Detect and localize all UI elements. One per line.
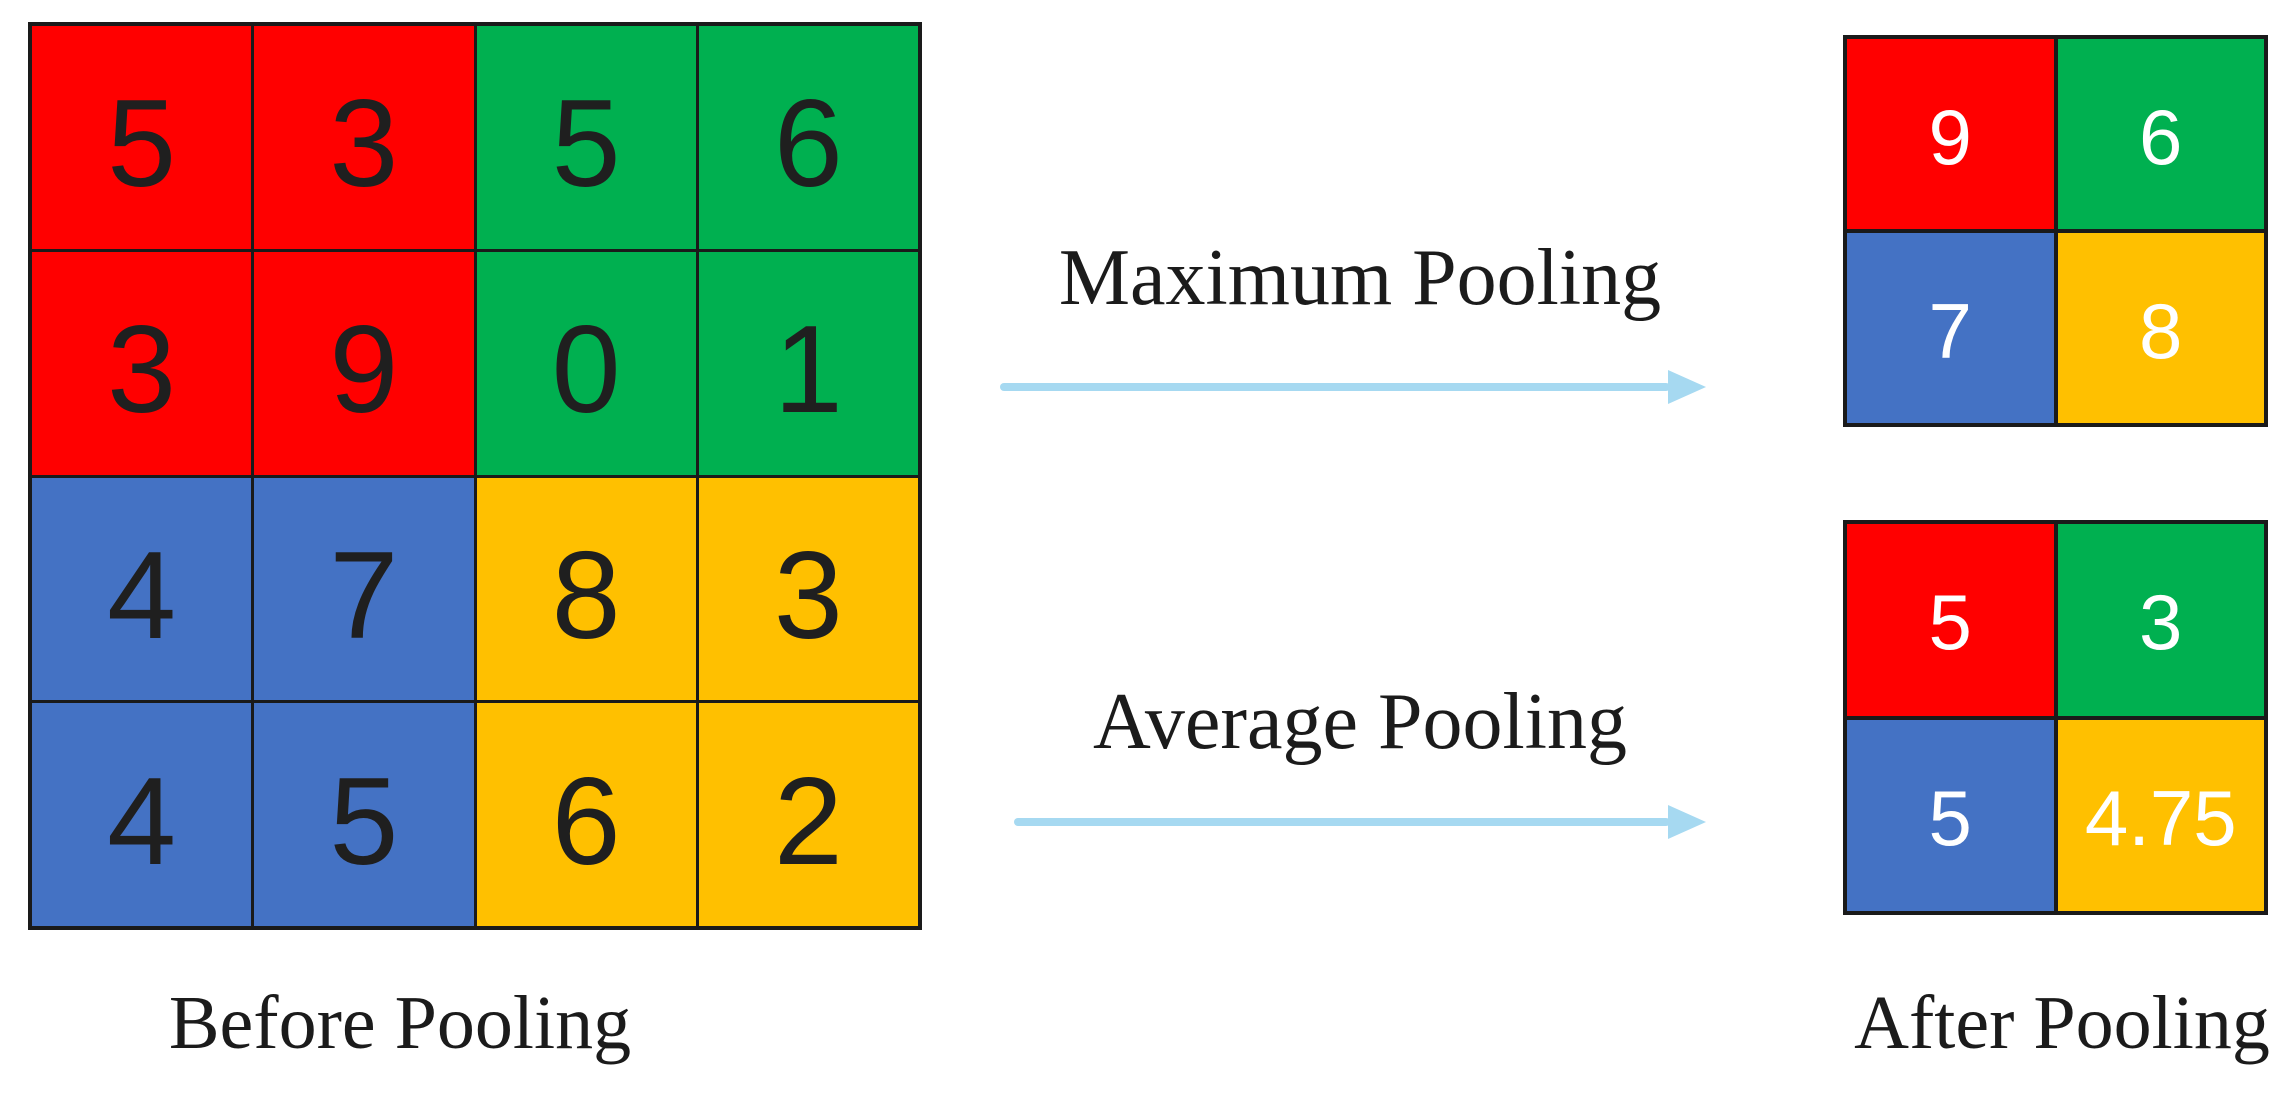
matrix-cell: 3 [32,251,252,475]
matrix-cell: 5 [1847,524,2054,716]
matrix-cell: 4 [32,703,252,926]
before-pooling-label: Before Pooling [168,981,632,1065]
matrix-cell: 3 [698,477,918,701]
average-pooling-arrow [1014,804,1706,840]
matrix-cell: 9 [254,251,474,475]
matrix-cell: 4 [32,477,252,701]
maximum-pooling-arrow [1000,369,1706,405]
arrow-head-icon [1668,370,1706,404]
matrix-cell: 5 [476,26,696,249]
matrix-cell: 1 [698,251,918,475]
matrix-cell: 7 [1847,233,2054,423]
arrow-line [1014,818,1670,826]
average-pooling-result-matrix: 5 3 5 4.75 [1843,520,2268,915]
matrix-cell: 3 [254,26,474,249]
matrix-cell: 6 [2057,39,2264,229]
matrix-cell: 9 [1847,39,2054,229]
arrow-line [1000,383,1670,391]
matrix-cell: 0 [476,251,696,475]
matrix-cell: 5 [254,703,474,926]
matrix-cell: 8 [2057,233,2264,423]
matrix-cell: 7 [254,477,474,701]
matrix-cell: 8 [476,477,696,701]
matrix-cell: 2 [698,703,918,926]
matrix-cell: 4.75 [2057,719,2264,911]
matrix-cell: 5 [1847,719,2054,911]
matrix-cell: 3 [2057,524,2264,716]
after-pooling-label: After Pooling [1854,981,2270,1065]
arrow-head-icon [1668,805,1706,839]
maximum-pooling-label: Maximum Pooling [1058,234,1662,322]
matrix-cell: 6 [476,703,696,926]
average-pooling-label: Average Pooling [1093,678,1627,766]
before-pooling-matrix: 5 3 5 6 3 9 0 1 4 7 8 3 4 5 6 2 [28,22,922,930]
max-pooling-result-matrix: 9 6 7 8 [1843,35,2268,427]
matrix-cell: 6 [698,26,918,249]
matrix-cell: 5 [32,26,252,249]
